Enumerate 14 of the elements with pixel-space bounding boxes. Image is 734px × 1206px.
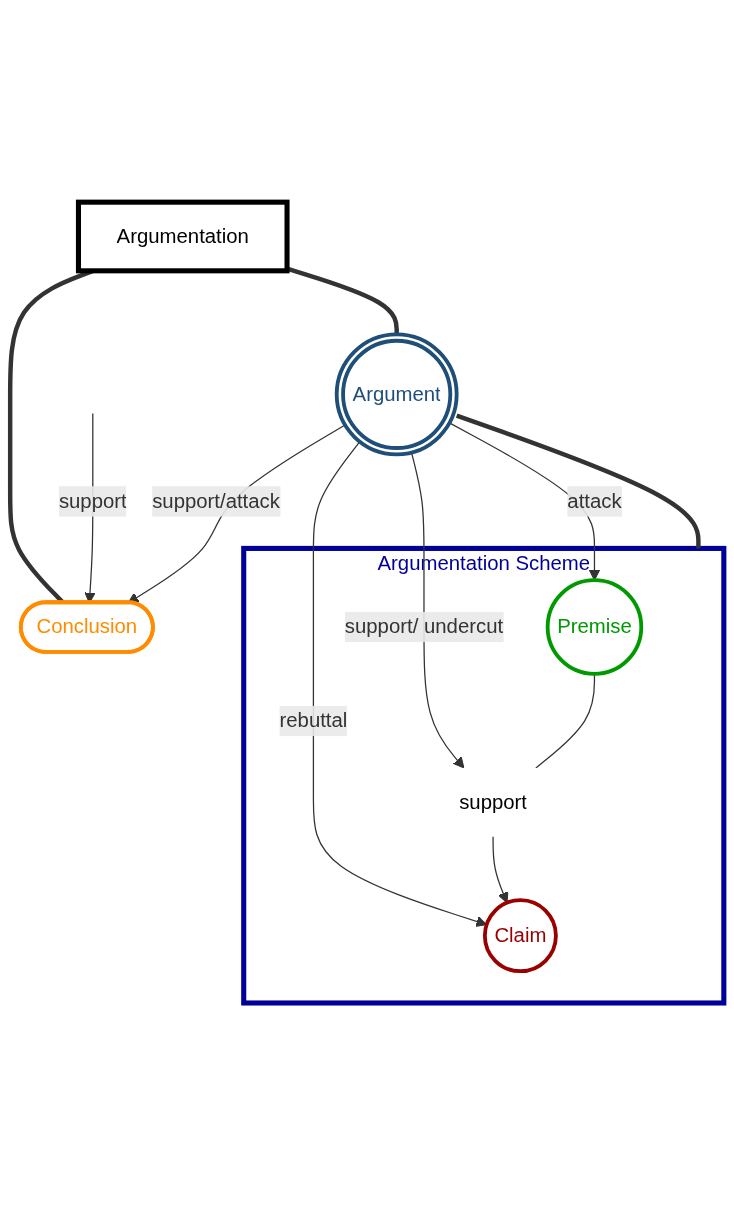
edge-label: support bbox=[58, 490, 127, 512]
arrow bbox=[410, 452, 465, 769]
arrow bbox=[127, 424, 346, 604]
node-circle: Claim bbox=[482, 898, 558, 974]
connector bbox=[455, 413, 701, 549]
node-circle: Premise bbox=[545, 578, 644, 677]
edge-label: rebuttal bbox=[279, 709, 348, 732]
node-circle: Argument bbox=[334, 332, 459, 457]
edge-label: support/ undercut bbox=[344, 616, 504, 638]
node-text: support bbox=[459, 791, 527, 813]
arrow bbox=[492, 836, 509, 904]
edge-label: attack bbox=[567, 490, 622, 512]
edge-label: support/attack bbox=[152, 490, 280, 512]
node-box: Argumentation bbox=[75, 200, 290, 274]
